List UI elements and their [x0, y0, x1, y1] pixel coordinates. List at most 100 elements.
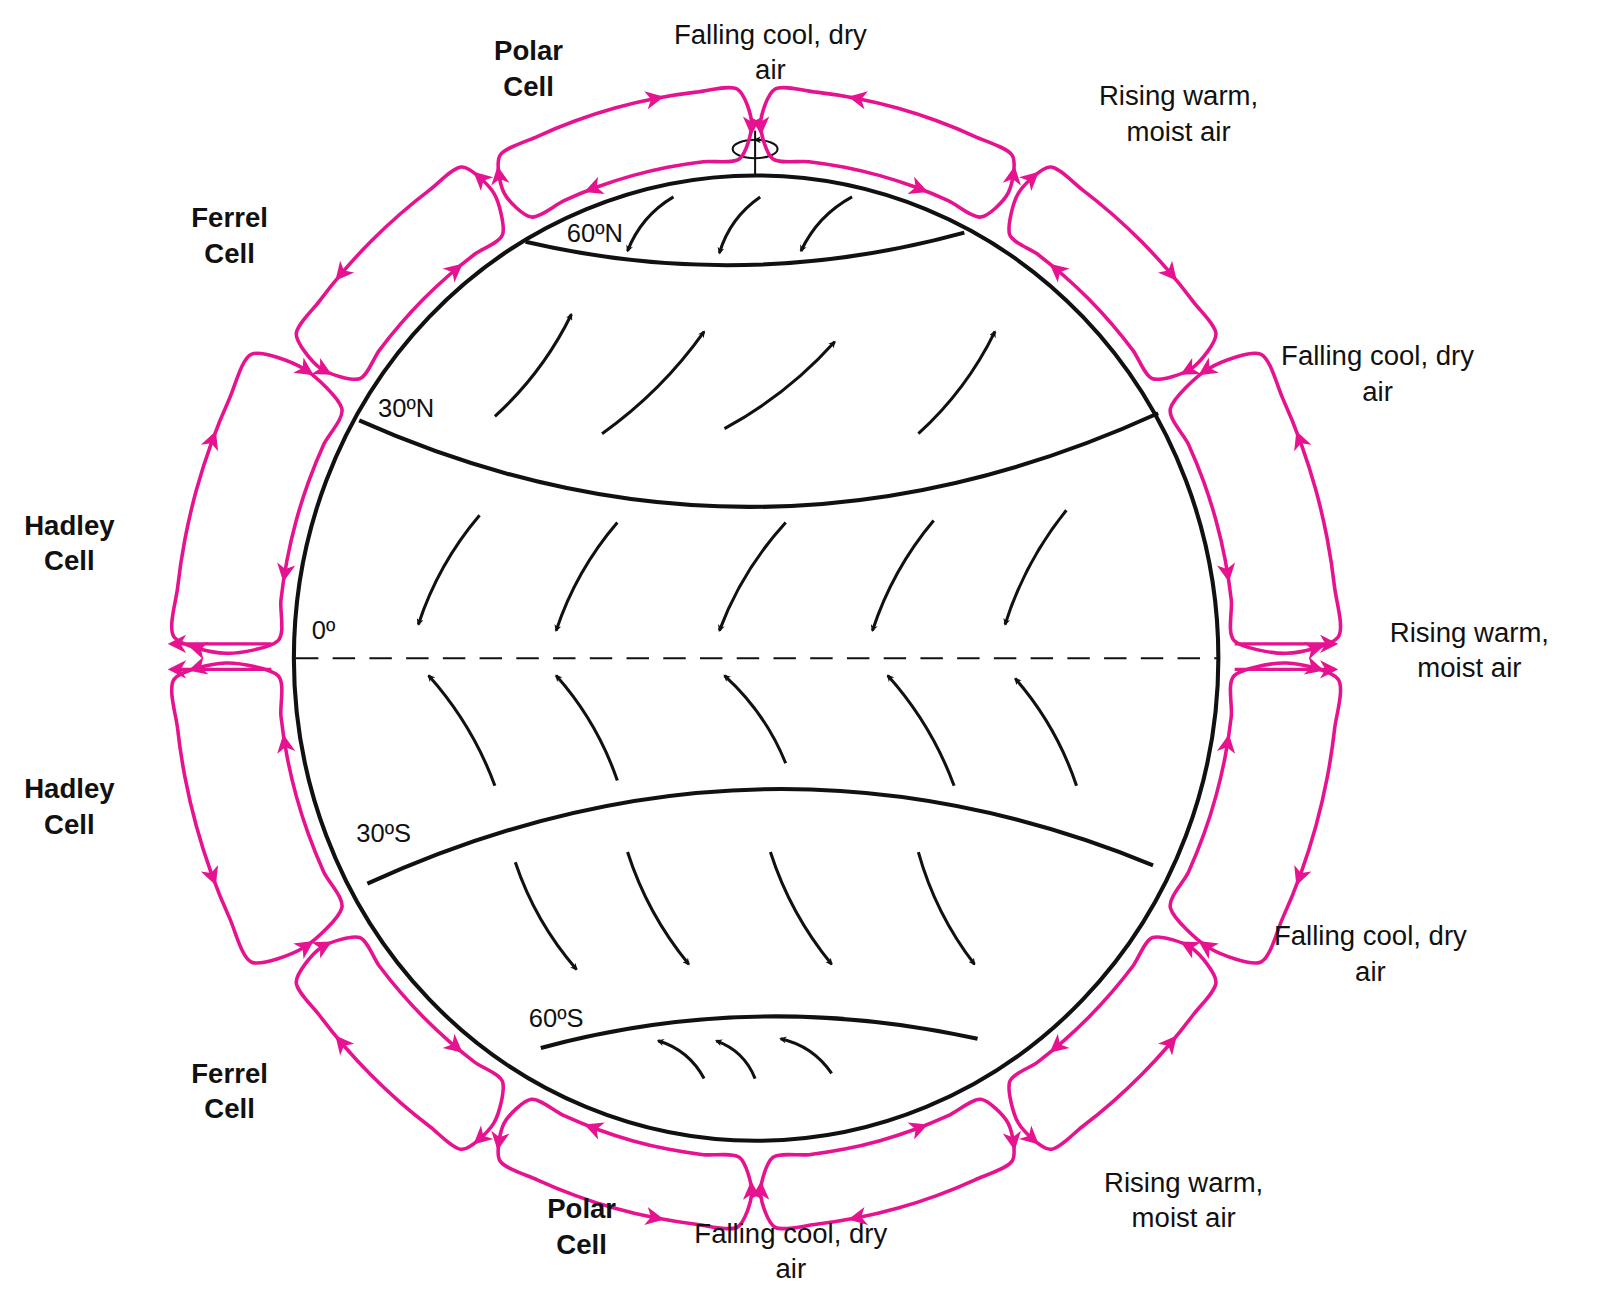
- cell-loop: [761, 1099, 1014, 1229]
- cell-loop: [172, 663, 342, 963]
- flow-arrowhead: [489, 1131, 510, 1152]
- flow-arrowhead: [293, 933, 318, 958]
- rising-air-arrow: [1235, 642, 1335, 645]
- cell-name: Polar Cell: [521, 1192, 641, 1264]
- flow-arrowhead: [274, 733, 295, 754]
- flow-arrowhead: [201, 865, 225, 889]
- flow-arrowhead: [467, 165, 493, 191]
- flow-arrowhead: [908, 177, 932, 201]
- flow-arrowhead: [1044, 257, 1070, 283]
- cell-loop: [296, 937, 503, 1149]
- flow-arrowhead: [742, 1181, 761, 1200]
- flow-arrowhead: [1019, 165, 1045, 191]
- rising-air-arrow: [171, 668, 271, 671]
- air-note: Falling cool, dry air: [1281, 339, 1475, 411]
- flow-arrowhead: [311, 358, 336, 383]
- wind-arrow: [418, 515, 479, 624]
- flow-arrowhead: [443, 1034, 469, 1060]
- cell-loop: [1009, 167, 1216, 379]
- flow-arrowhead: [908, 1116, 932, 1140]
- wind-arrow: [628, 197, 674, 251]
- flow-arrowhead: [1217, 563, 1238, 584]
- flow-arrowhead: [201, 428, 225, 452]
- wind-arrow: [716, 1041, 755, 1079]
- wind-arrow: [781, 1039, 832, 1074]
- rising-air-arrow: [1235, 668, 1335, 671]
- cell-name: Hadley Cell: [9, 508, 129, 580]
- rising-air-arrow: [171, 642, 271, 645]
- air-note: Rising warm, moist air: [1077, 78, 1281, 150]
- flow-arrowhead: [1193, 933, 1218, 958]
- globe: [294, 131, 1218, 1141]
- flow-arrowhead: [328, 261, 354, 287]
- flow-arrowhead: [1158, 1030, 1184, 1056]
- cell-name: Hadley Cell: [9, 771, 129, 843]
- flow-arrowhead: [1217, 733, 1238, 754]
- flow-arrowhead: [1158, 261, 1184, 287]
- wind-arrow: [724, 342, 834, 429]
- equator-line: [296, 657, 1217, 659]
- flow-arrowhead: [328, 1030, 354, 1056]
- cell-loop: [172, 353, 342, 653]
- flow-arrowhead: [1019, 1125, 1045, 1151]
- wind-arrow: [515, 862, 576, 969]
- air-note: Rising warm, moist air: [1367, 615, 1571, 687]
- cell-loop: [1009, 937, 1216, 1149]
- flow-arrowhead: [742, 116, 761, 135]
- latitude-line: [359, 413, 1158, 507]
- cell-loop: [296, 167, 503, 379]
- circulation-cells: [171, 88, 1340, 1229]
- flow-arrowhead: [186, 637, 209, 660]
- wind-arrow: [724, 676, 785, 764]
- latitude-line: [367, 789, 1153, 884]
- wind-arrow: [1015, 679, 1076, 786]
- wind-arrow: [719, 197, 760, 253]
- flow-arrowhead: [1176, 358, 1201, 383]
- wind-arrow: [556, 676, 617, 781]
- surface-winds: [418, 197, 1076, 1079]
- air-note: Falling cool, dry air: [673, 17, 867, 89]
- flow-arrowhead: [1288, 865, 1312, 889]
- wind-arrow: [872, 520, 933, 630]
- flow-arrowhead: [581, 1116, 605, 1140]
- flow-arrowhead: [1288, 428, 1312, 452]
- air-note: Falling cool, dry air: [1273, 918, 1467, 990]
- wind-arrow: [918, 332, 995, 434]
- cell-name: Ferrel Cell: [169, 201, 289, 273]
- flow-arrowhead: [1003, 1131, 1024, 1152]
- wind-arrow: [1005, 510, 1066, 624]
- flow-arrowhead: [581, 177, 605, 201]
- wind-arrow: [602, 332, 704, 434]
- cell-name: Polar Cell: [468, 34, 588, 106]
- flow-arrowhead: [1176, 934, 1201, 959]
- latitude-label: 60ºS: [529, 1002, 584, 1035]
- flow-arrowhead: [644, 1207, 666, 1229]
- cell-loop: [1170, 663, 1340, 963]
- flow-arrowhead: [467, 1125, 493, 1151]
- latitude-line: [541, 1016, 978, 1048]
- flow-arrowhead: [443, 257, 469, 283]
- latitude-label: 30ºN: [378, 392, 434, 425]
- wind-arrow: [801, 197, 852, 251]
- wind-arrow: [628, 852, 689, 964]
- air-note: Rising warm, moist air: [1082, 1165, 1286, 1237]
- flow-arrowhead: [311, 934, 336, 959]
- latitude-label: 30ºS: [356, 816, 411, 849]
- flow-arrowhead: [1003, 165, 1024, 186]
- cell-name: Ferrel Cell: [169, 1056, 289, 1128]
- flow-arrowhead: [489, 165, 510, 186]
- wind-arrow: [719, 522, 785, 630]
- cell-loop: [498, 1099, 751, 1229]
- globe-outline: [294, 176, 1218, 1141]
- flow-arrowhead: [274, 563, 295, 584]
- flow-arrowhead: [1193, 357, 1218, 382]
- cell-loop: [1170, 353, 1340, 653]
- latitude-label: 0º: [312, 613, 336, 646]
- cell-loop: [761, 88, 1014, 218]
- air-note: Falling cool, dry air: [694, 1216, 888, 1288]
- latitude-label: 60ºN: [567, 216, 623, 249]
- wind-arrow: [429, 676, 495, 786]
- wind-arrow: [556, 522, 617, 630]
- flow-arrowhead: [293, 357, 318, 382]
- wind-arrow: [888, 676, 954, 786]
